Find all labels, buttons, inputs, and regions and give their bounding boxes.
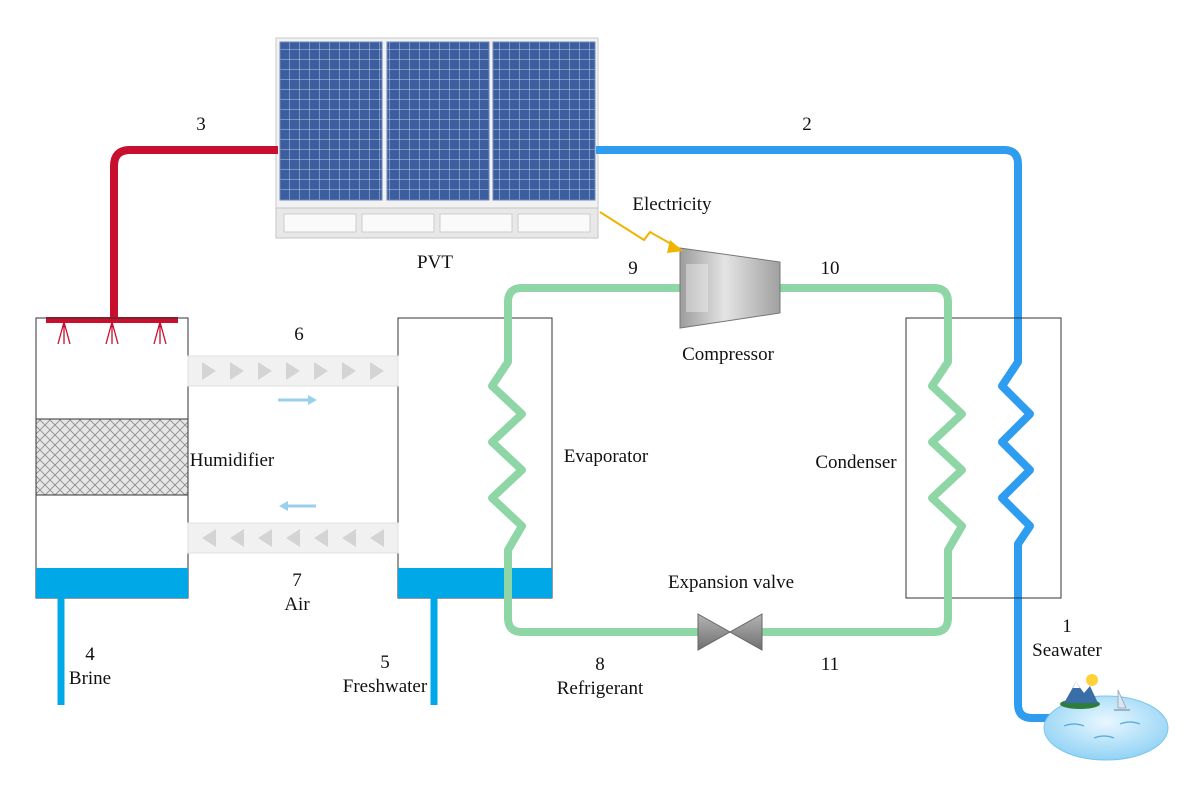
pv-panel-icon xyxy=(492,41,596,201)
condenser-box xyxy=(905,317,1062,599)
air-flow-arrow-right-icon xyxy=(278,395,317,405)
state-point-3: 3 xyxy=(196,114,206,135)
air-duct-bottom xyxy=(187,522,399,554)
evaporator-label: Evaporator xyxy=(564,446,649,467)
dehumidifier-tower xyxy=(397,317,553,705)
state-point-5: 5 xyxy=(380,652,390,673)
air-flow-arrow-left-icon xyxy=(279,501,316,511)
seawater-label: Seawater xyxy=(1032,640,1102,661)
packing-mesh xyxy=(35,418,189,496)
pvt-base-rack xyxy=(275,207,599,239)
state-point-2: 2 xyxy=(802,114,812,135)
state-point-11: 11 xyxy=(821,654,839,675)
freshwater-label: Freshwater xyxy=(343,676,428,697)
electricity-bolt-icon xyxy=(599,211,683,253)
pvt-panel xyxy=(275,37,599,239)
pv-panel-icon xyxy=(279,41,383,201)
humidifier-label: Humidifier xyxy=(190,450,275,471)
air-label: Air xyxy=(284,594,310,615)
state-point-7: 7 xyxy=(292,570,302,591)
brine-pool xyxy=(36,568,188,598)
condenser-label: Condenser xyxy=(815,452,897,473)
pvt-label: PVT xyxy=(417,252,453,273)
refrigerant-loop xyxy=(488,284,966,636)
refrigerant-label: Refrigerant xyxy=(557,678,644,699)
air-duct-top xyxy=(187,355,399,387)
state-point-1: 1 xyxy=(1062,616,1072,637)
state-point-8: 8 xyxy=(595,654,605,675)
compressor-icon xyxy=(679,247,781,329)
seawater-line xyxy=(596,146,1058,722)
brine-label: Brine xyxy=(69,668,111,689)
spray-nozzles-icon xyxy=(57,321,167,345)
expansion-valve-icon xyxy=(697,613,763,651)
state-point-4: 4 xyxy=(85,644,95,665)
state-point-10: 10 xyxy=(821,258,840,279)
expansion-valve-label: Expansion valve xyxy=(668,572,794,593)
electricity-label: Electricity xyxy=(632,194,712,215)
state-point-9: 9 xyxy=(628,258,638,279)
pv-panel-icon xyxy=(386,41,490,201)
humidifier-tower xyxy=(35,317,189,705)
compressor-label: Compressor xyxy=(682,344,775,365)
hot-water-line xyxy=(46,146,278,345)
sea-island-icon xyxy=(1043,674,1169,761)
state-point-6: 6 xyxy=(294,324,304,345)
freshwater-pool xyxy=(398,568,552,598)
